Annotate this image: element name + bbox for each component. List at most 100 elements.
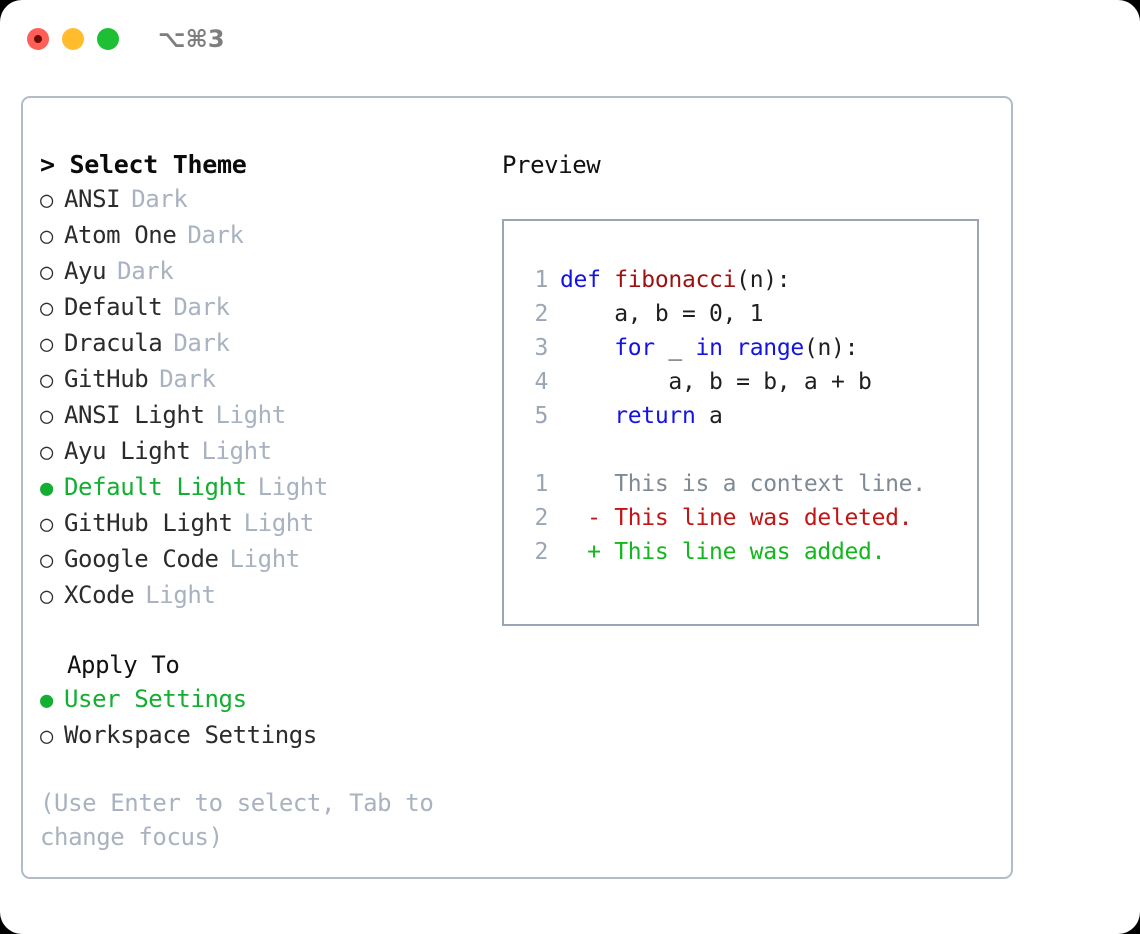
apply-to-item[interactable]: ○Workspace Settings [40, 718, 480, 754]
radio-unselected-icon: ○ [40, 548, 53, 573]
theme-name-label: GitHub [64, 365, 149, 393]
close-button[interactable] [27, 28, 49, 50]
radio-unselected-icon: ○ [40, 188, 53, 213]
theme-mode-badge: Light [201, 437, 272, 465]
line-number: 2 [534, 539, 548, 565]
code-token: a, b = 0, 1 [614, 301, 764, 327]
code-token: a, b = b, a + b [668, 369, 872, 395]
radio-unselected-icon: ○ [40, 332, 53, 357]
code-line: 2 a, b = 0, 1 [518, 297, 973, 331]
radio-selected-icon: ● [40, 476, 53, 501]
code-token: range [736, 335, 804, 361]
theme-list-item[interactable]: ○ XCode Light [40, 578, 480, 614]
radio-unselected-icon: ○ [40, 404, 53, 429]
theme-name-label: ANSI Light [64, 401, 205, 429]
theme-name-label: Atom One [64, 221, 177, 249]
theme-name-label: Ayu [64, 257, 107, 285]
code-line: 3 for _ in range(n): [518, 331, 973, 365]
theme-mode-badge: Dark [159, 365, 216, 393]
diff-text: + This line was added. [560, 539, 886, 565]
keyboard-hint: (Use Enter to select, Tab to change focu… [40, 789, 434, 851]
theme-name-label: XCode [64, 581, 135, 609]
theme-mode-badge: Dark [173, 293, 230, 321]
minimize-button[interactable] [62, 28, 84, 50]
code-text: a, b = 0, 1 [560, 297, 763, 331]
code-line: 5 return a [518, 399, 973, 433]
theme-name-label: Ayu Light [64, 437, 191, 465]
line-number: 1 [534, 267, 548, 293]
theme-name-label: Default [64, 293, 163, 321]
line-number: 5 [534, 403, 548, 429]
code-token: return [614, 403, 696, 429]
diff-block: 1 This is a context line.2 - This line w… [518, 467, 973, 569]
code-line: 4 a, b = b, a + b [518, 365, 973, 399]
code-token: a [695, 403, 723, 429]
theme-mode-badge: Dark [131, 185, 188, 213]
code-token [723, 335, 737, 361]
radio-unselected-icon: ○ [40, 260, 53, 285]
theme-mode-badge: Dark [117, 257, 174, 285]
theme-list-item[interactable]: ○ Default Dark [40, 290, 480, 326]
window-controls [27, 28, 119, 50]
radio-unselected-icon: ○ [40, 512, 53, 537]
theme-mode-badge: Light [145, 581, 216, 609]
code-token: _ [654, 335, 696, 361]
apply-to-header: Apply To [67, 651, 180, 679]
theme-list-item[interactable]: ○ GitHub Dark [40, 362, 480, 398]
code-text: for _ in range(n): [560, 331, 858, 365]
code-token: fibonacci [614, 267, 737, 293]
theme-mode-badge: Light [215, 401, 287, 429]
theme-mode-badge: Light [229, 545, 301, 573]
theme-list-item[interactable]: ○ Ayu Light Light [40, 434, 480, 470]
radio-unselected-icon: ○ [40, 296, 53, 321]
line-number: 2 [534, 301, 548, 327]
code-token: for [614, 335, 655, 361]
theme-name-label: Google Code [64, 545, 219, 573]
keyboard-shortcut-label: ⌥⌘3 [158, 25, 225, 53]
theme-list-item[interactable]: ○ Google Code Light [40, 542, 480, 578]
apply-to-list[interactable]: ● User Settings ○Workspace Settings [40, 682, 480, 754]
title-bar: ⌥⌘3 [0, 0, 1140, 78]
diff-line: 1 This is a context line. [518, 467, 973, 501]
radio-unselected-icon: ○ [40, 440, 53, 465]
preview-title: Preview [502, 151, 601, 179]
code-token: (n): [736, 267, 791, 293]
code-text: return a [560, 399, 723, 433]
theme-list-item[interactable]: ○ Dracula Dark [40, 326, 480, 362]
radio-selected-icon: ● [40, 688, 53, 713]
code-line: 1 def fibonacci(n): [518, 263, 973, 297]
code-token: in [695, 335, 723, 361]
radio-unselected-icon: ○ [40, 368, 53, 393]
theme-name-label: Dracula [64, 329, 163, 357]
apply-to-label: User Settings [64, 685, 247, 713]
apply-to-item[interactable]: ● User Settings [40, 682, 480, 718]
theme-list-item[interactable]: ○ ANSI Light Light [40, 398, 480, 434]
theme-mode-badge: Dark [173, 329, 230, 357]
theme-mode-badge: Light [243, 509, 315, 537]
radio-unselected-icon: ○ [40, 584, 53, 609]
line-number: 4 [534, 369, 548, 395]
diff-line: 2 + This line was added. [518, 535, 973, 569]
diff-line: 2 - This line was deleted. [518, 501, 973, 535]
maximize-button[interactable] [97, 28, 119, 50]
theme-mode-badge: Light [257, 473, 329, 501]
theme-name-label: GitHub Light [64, 509, 233, 537]
code-text: a, b = b, a + b [560, 365, 872, 399]
theme-list-item[interactable]: ○ GitHub Light Light [40, 506, 480, 542]
theme-name-label: ANSI [64, 185, 121, 213]
radio-unselected-icon: ○ [40, 724, 53, 749]
code-text: def fibonacci(n): [560, 263, 791, 297]
theme-list-item[interactable]: ○ Ayu Dark [40, 254, 480, 290]
theme-list-item[interactable]: ○ ANSI Dark [40, 182, 480, 218]
code-token: (n): [803, 335, 859, 361]
radio-unselected-icon: ○ [40, 224, 53, 249]
